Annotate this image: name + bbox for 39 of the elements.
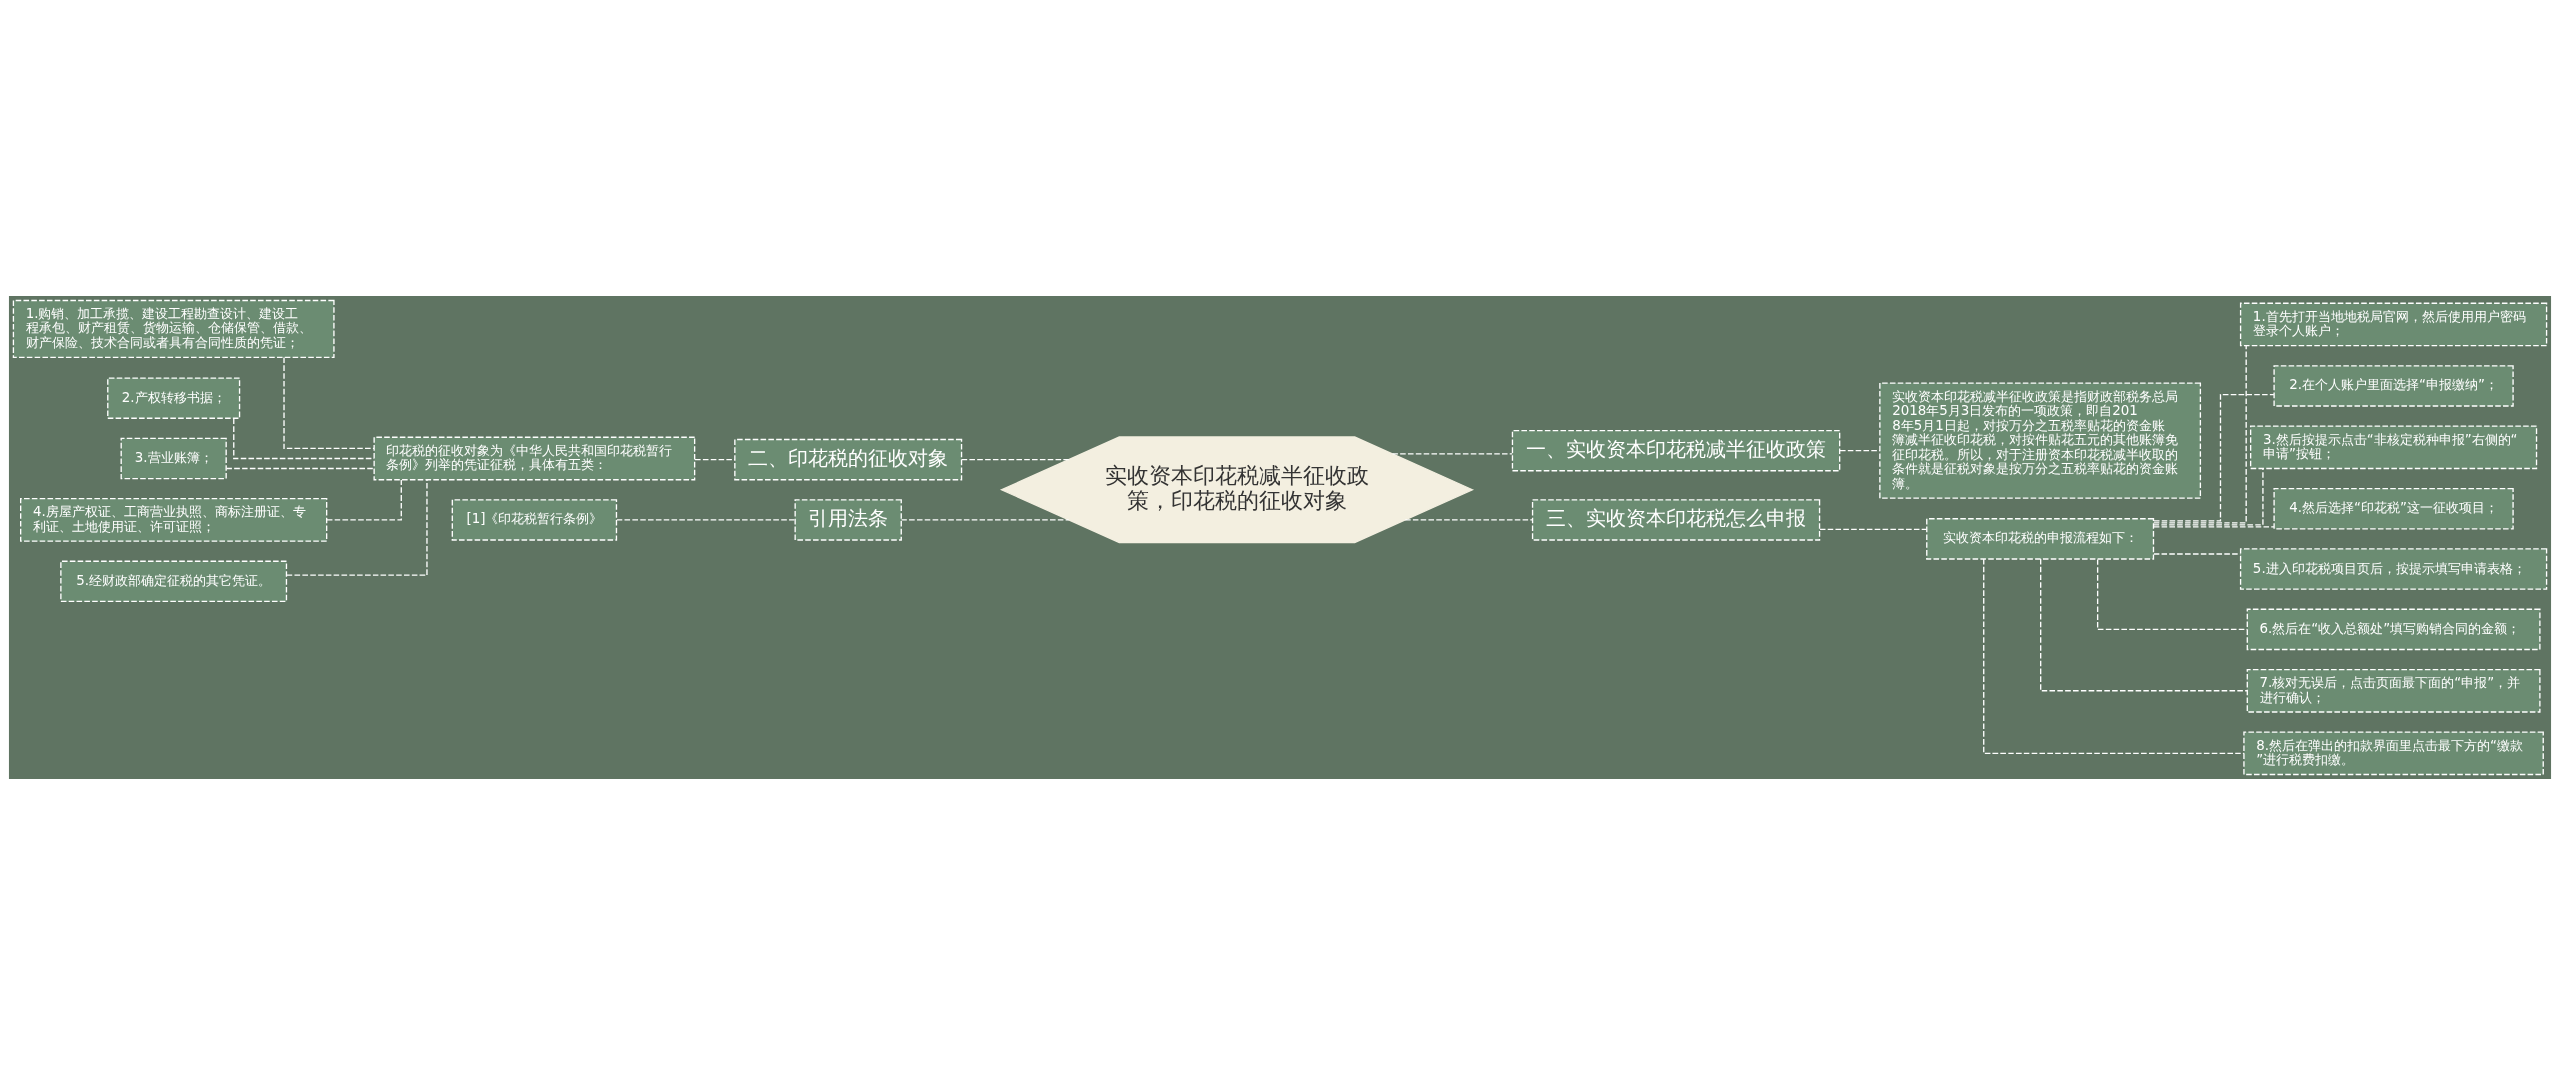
connector bbox=[1819, 528, 1928, 531]
node-box: 实收资本印花税的申报流程如下： bbox=[1926, 518, 2155, 560]
connector bbox=[225, 467, 375, 470]
node-box: 4.然后选择“印花税”这一征收项目； bbox=[2273, 487, 2514, 530]
node-box: 3.然后按提示点击“非核定税种申报”右侧的“申请”按钮； bbox=[2249, 425, 2538, 470]
connector bbox=[285, 479, 428, 576]
node-box: 印花税的征收对象为《中华人民共和国印花税暂行条例》列举的凭证征税，具体有五类： bbox=[373, 436, 696, 481]
node-box: [1]《印花税暂行条例》 bbox=[451, 499, 618, 541]
connector bbox=[326, 479, 402, 521]
connector bbox=[694, 458, 736, 461]
connector bbox=[1983, 558, 2245, 754]
connector bbox=[2040, 558, 2248, 692]
connector bbox=[2153, 526, 2275, 528]
node-box: 二、印花税的征收对象 bbox=[734, 438, 963, 481]
connector bbox=[1391, 453, 1513, 455]
node-box: 2.在个人账户里面选择“申报缴纳”； bbox=[2273, 365, 2514, 407]
node-box: 引用法条 bbox=[794, 499, 902, 541]
connector bbox=[1839, 450, 1881, 452]
connector bbox=[900, 519, 1070, 521]
connector bbox=[283, 356, 375, 450]
node-box: 2.产权转移书据； bbox=[107, 377, 241, 419]
node-box: 7.核对无误后，点击页面最下面的“申报”，并进行确认； bbox=[2246, 668, 2541, 713]
connector bbox=[2153, 393, 2275, 522]
node-box: 一、实收资本印花税减半征收政策 bbox=[1511, 429, 1841, 472]
node-box: 三、实收资本印花税怎么申报 bbox=[1531, 499, 1821, 541]
connector bbox=[2152, 468, 2264, 526]
node-box: 实收资本印花税减半征收政策是指财政部税务总局2018年5月3日发布的一项政策，即自2018年5月1日起，对按万分之五税率贴花的资金账簿减半征收印花税，对按件贴花五元的其他账簿免征印花税。所以，对于注册资本印花税减半收取的条件就是征税对象是按万分之五税率贴花的资金账簿。 bbox=[1879, 382, 2202, 499]
node-box: 4.房屋产权证、工商营业执照、商标注册证、专利证、土地使用证、许可证照； bbox=[20, 498, 328, 542]
node-box: 8.然后在弹出的扣款界面里点击最下方的“缴款”进行税费扣缴。 bbox=[2243, 731, 2544, 776]
connector bbox=[1404, 519, 1534, 521]
node-box: 3.营业账簿； bbox=[120, 437, 227, 480]
node-box: 5.进入印花税项目页后，按提示填写申请表格； bbox=[2239, 548, 2548, 590]
node-box: 5.经财政部确定征税的其它凭证。 bbox=[60, 560, 288, 603]
connector bbox=[616, 519, 796, 521]
connector bbox=[961, 458, 1070, 461]
node-box: 1.购销、加工承揽、建设工程勘查设计、建设工程承包、财产租赁、货物运输、仓储保管、借款、财产保险、技术合同或者具有合同性质的凭证； bbox=[12, 299, 335, 359]
connector bbox=[2153, 345, 2247, 524]
node-box: 1.首先打开当地地税局官网，然后使用用户密码登录个人账户； bbox=[2239, 302, 2548, 347]
node-box: 6.然后在“收入总额处”填写购销合同的金额； bbox=[2246, 608, 2541, 651]
